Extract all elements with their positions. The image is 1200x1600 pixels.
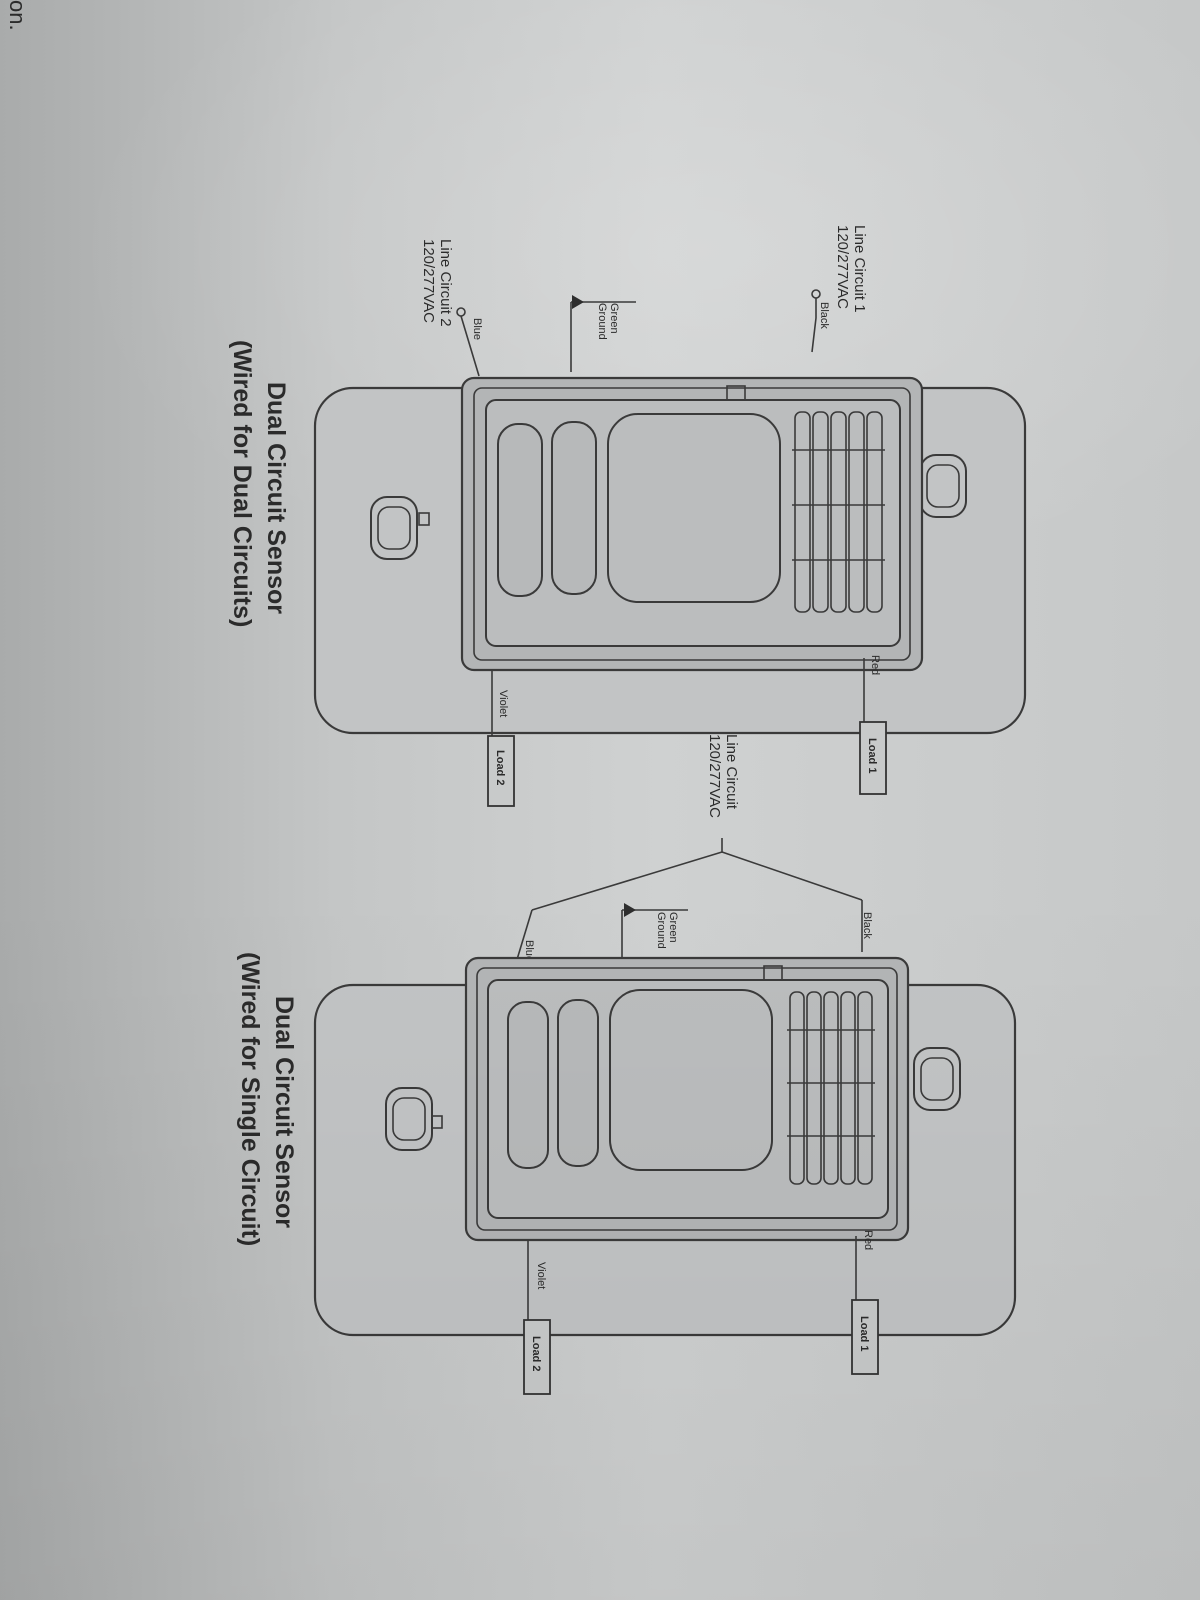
load-2-box-2: [523, 1319, 551, 1395]
line-to-blue: [531, 851, 723, 911]
line-circuit-voltage: 120/277VAC: [706, 734, 723, 818]
blue-wire: [460, 315, 480, 377]
sensor-bezel-2: [476, 967, 898, 1231]
plate-tab: [418, 512, 430, 526]
wire-label-blue: Blue: [471, 318, 483, 340]
ground-arrow: [572, 295, 584, 309]
sensor-button-2-2: [507, 1001, 549, 1169]
page-text-fragment: on.: [5, 0, 30, 31]
line-circuit-1-voltage: 120/277VAC: [834, 225, 851, 309]
sensor-grille: [792, 411, 885, 613]
black-wire: [811, 298, 817, 353]
wire-label-ground-2: Ground: [655, 912, 667, 949]
ground-arrow-2: [624, 903, 636, 917]
mounting-hole-top-2: [913, 1047, 961, 1111]
diagram-1-caption-subtitle: (Wired for Dual Circuits): [228, 340, 256, 627]
load-2-box: [487, 735, 515, 807]
wire-label-black: Black: [818, 302, 830, 329]
wire-label-red: Red: [869, 655, 881, 675]
sensor-button-2: [497, 423, 543, 597]
wire-label-black-2: Black: [861, 912, 873, 939]
wire-label-ground: Ground: [596, 303, 608, 340]
load-1-box-2: [851, 1299, 879, 1375]
sensor-grille-2: [787, 991, 875, 1185]
sensor-button-1-2: [557, 999, 599, 1167]
line-circuit-name: Line Circuit: [723, 734, 740, 810]
line-2-terminal: [456, 307, 466, 317]
mounting-hole-bottom: [370, 496, 418, 560]
sensor-lens-2: [609, 989, 773, 1171]
load-2-label-2: Load 2: [530, 1336, 542, 1371]
diagram-2-caption-title: Dual Circuit Sensor: [270, 996, 298, 1228]
load-1-label-2: Load 1: [858, 1316, 870, 1351]
wire-label-violet: Violet: [497, 690, 509, 717]
load-1-label: Load 1: [866, 738, 878, 773]
line-to-black: [721, 851, 863, 901]
wire-label-blue-2: Blue: [523, 940, 535, 962]
line-circuit-2-voltage: 120/277VAC: [420, 239, 437, 323]
diagram-single-circuit: Line Circuit 120/277VAC Black Green Grou…: [236, 734, 1017, 1395]
wire-label-green: Green: [608, 303, 620, 334]
diagram-dual-circuits: Line Circuit 1 120/277VAC Black Green Gr…: [228, 225, 1027, 807]
wire-label-red-2: Red: [862, 1230, 874, 1250]
sensor-bezel: [473, 387, 911, 661]
line-1-terminal: [811, 289, 821, 299]
sensor-lens: [607, 413, 781, 603]
sensor-button-1: [551, 421, 597, 595]
load-1-box: [859, 721, 887, 795]
wire-label-green-2: Green: [667, 912, 679, 943]
line-circuit-2-name: Line Circuit 2: [437, 239, 454, 327]
wire-label-violet-2: Violet: [535, 1262, 547, 1289]
line-circuit-1-name: Line Circuit 1: [851, 225, 868, 313]
load-2-label: Load 2: [494, 750, 506, 785]
plate-tab-2: [431, 1115, 443, 1129]
diagram-2-caption-subtitle: (Wired for Single Circuit): [236, 952, 264, 1246]
diagram-1-caption-title: Dual Circuit Sensor: [262, 382, 290, 614]
